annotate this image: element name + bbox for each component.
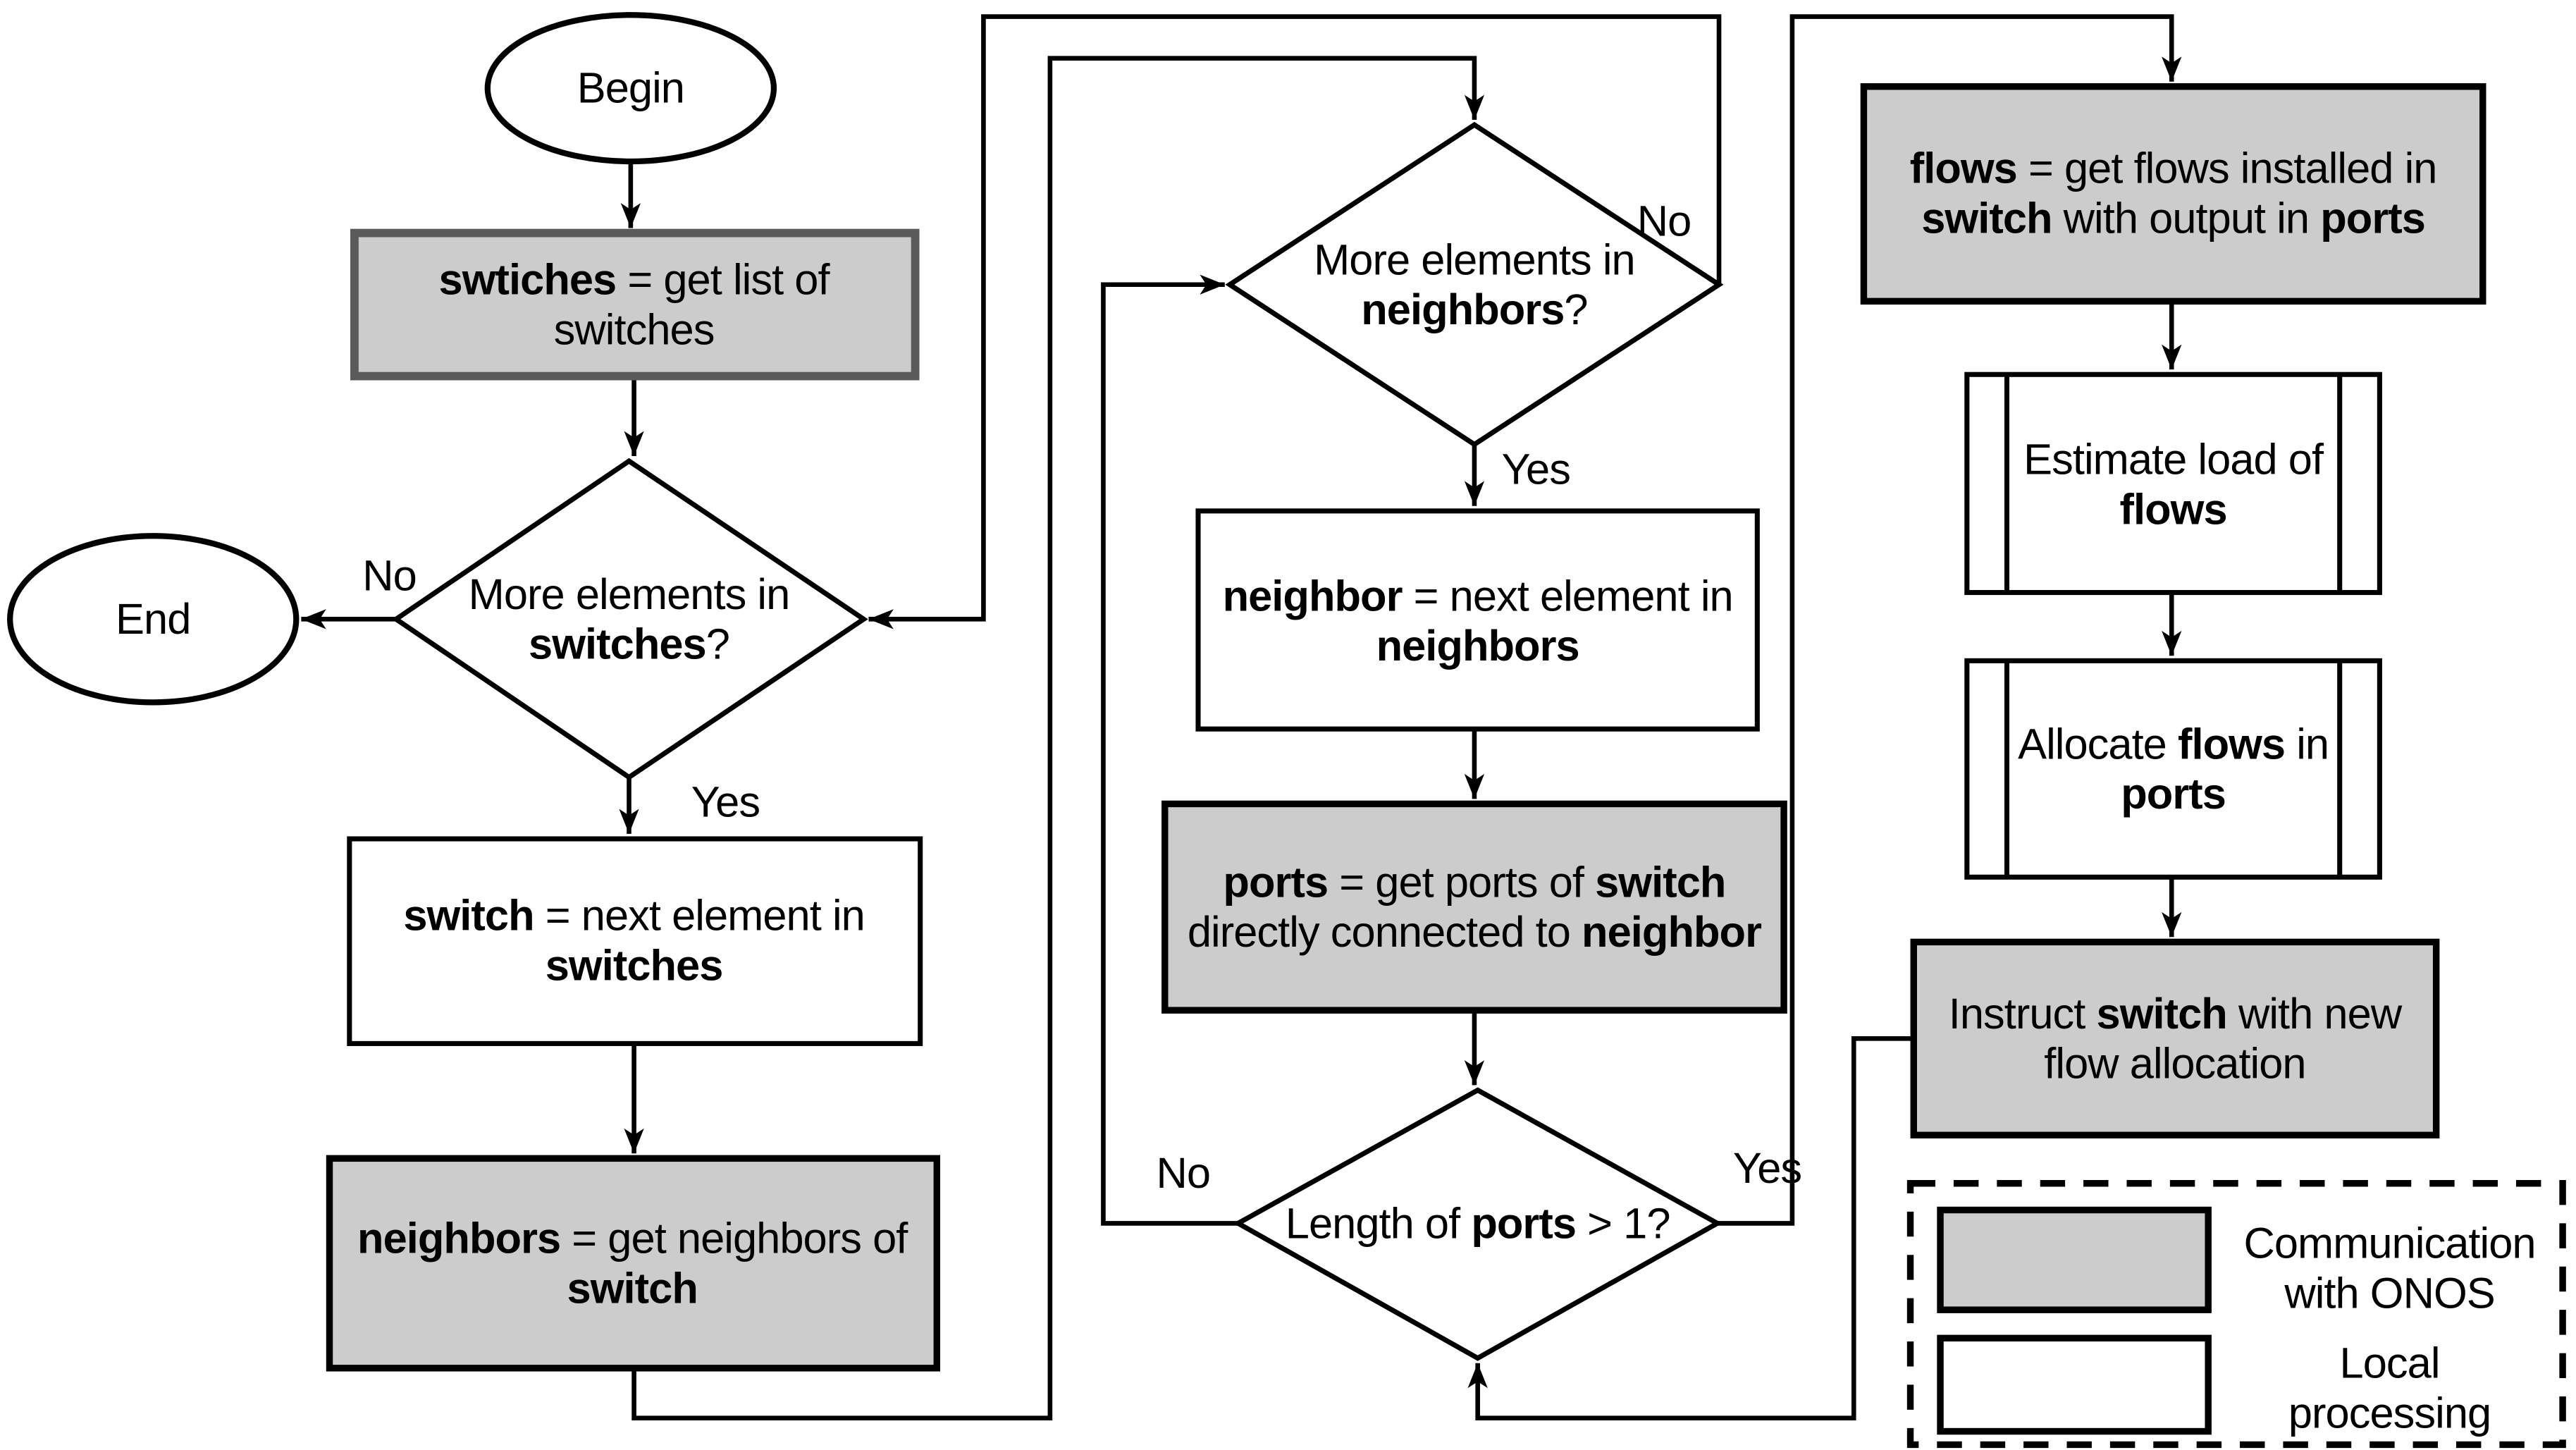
get-switches-process bbox=[350, 228, 920, 381]
label-ports-yes: Yes bbox=[1733, 1144, 1801, 1193]
allocate-flows-subroutine bbox=[1964, 658, 2382, 880]
get-neighbors-label-line1: neighbors = get neighbors of bbox=[357, 1214, 908, 1262]
ports-decision bbox=[1233, 1087, 1723, 1361]
get-flows-process bbox=[1860, 83, 2486, 305]
node-next-neighbor: neighbor = next element in neighbors bbox=[1195, 508, 1760, 732]
get-switches-label-line2: switches bbox=[554, 305, 715, 354]
instruct-switch-label-line1: Instruct switch with new bbox=[1949, 989, 2403, 1038]
get-flows-label-line1: flows = get flows installed in bbox=[1910, 144, 2437, 192]
next-switch-label-line1: switch = next element in bbox=[403, 891, 865, 940]
begin-terminator bbox=[484, 12, 777, 165]
switches-decision bbox=[391, 457, 868, 780]
node-ports-gt-1: Length of ports > 1? bbox=[1233, 1087, 1723, 1361]
node-end: End bbox=[7, 533, 300, 706]
switches-decision-label-line1: More elements in bbox=[469, 570, 790, 618]
estimate-load-label-line2: flows bbox=[2120, 485, 2227, 534]
edge-ports-yes-to-get-flows bbox=[1717, 14, 2182, 1226]
label-ports-no: No bbox=[1156, 1149, 1210, 1198]
get-ports-label-line2: directly connected to neighbor bbox=[1188, 908, 1761, 957]
node-instruct-switch: Instruct switch with new flow allocation bbox=[1910, 938, 2440, 1138]
node-more-switches: More elements in switches? bbox=[391, 457, 868, 780]
node-next-switch: switch = next element in switches bbox=[347, 836, 923, 1046]
next-switch-process bbox=[347, 836, 923, 1046]
next-switch-label-line2: switches bbox=[546, 941, 723, 990]
node-more-neighbors: More elements in neighbors? bbox=[1225, 121, 1724, 448]
legend-onos-label-line1: Communication bbox=[2243, 1219, 2535, 1267]
next-neighbor-label-line2: neighbors bbox=[1376, 622, 1579, 670]
node-begin: Begin bbox=[484, 12, 777, 165]
legend-border bbox=[1906, 1180, 2566, 1449]
edges bbox=[301, 14, 2182, 1420]
end-label: End bbox=[116, 595, 190, 644]
allocate-flows-label-line1: Allocate flows in bbox=[2018, 720, 2329, 768]
edge-get-neighbors-to-neighbors-decision bbox=[631, 56, 1485, 1420]
instruct-switch-label-line2: flow allocation bbox=[2044, 1039, 2305, 1088]
label-switches-yes: Yes bbox=[691, 778, 760, 827]
get-ports-process bbox=[1161, 800, 1787, 1014]
label-neighbors-yes: Yes bbox=[1502, 445, 1570, 493]
node-estimate-load: Estimate load of flows bbox=[1964, 371, 2382, 596]
get-neighbors-label-line2: switch bbox=[567, 1264, 698, 1313]
edge-neighbors-no-to-switches-decision bbox=[868, 14, 1722, 629]
legend-local-label-line1: Local bbox=[2340, 1339, 2440, 1387]
edge-instruct-switch-to-ports-decision bbox=[1467, 1036, 1914, 1420]
node-get-neighbors: neighbors = get neighbors of switch bbox=[326, 1155, 941, 1372]
get-ports-label-line1: ports = get ports of switch bbox=[1223, 858, 1725, 907]
neighbors-decision bbox=[1225, 121, 1724, 448]
label-switches-no: No bbox=[362, 551, 417, 600]
legend-local-swatch bbox=[1937, 1334, 2212, 1435]
end-terminator bbox=[7, 533, 300, 706]
instruct-switch-process bbox=[1910, 938, 2440, 1138]
get-flows-label-line2: switch with output in ports bbox=[1921, 194, 2425, 242]
node-get-switches: swtiches = get list of switches bbox=[350, 228, 920, 381]
legend-onos-swatch bbox=[1937, 1206, 2212, 1313]
legend-onos-label-line2: with ONOS bbox=[2284, 1269, 2494, 1317]
allocate-flows-label-line2: ports bbox=[2121, 770, 2226, 818]
node-get-flows: flows = get flows installed in switch wi… bbox=[1860, 83, 2486, 305]
ports-decision-label: Length of ports > 1? bbox=[1286, 1199, 1670, 1248]
edge-ports-no-to-neighbors-decision bbox=[1101, 274, 1238, 1226]
neighbors-decision-label-line2: neighbors? bbox=[1361, 285, 1587, 334]
node-get-ports: ports = get ports of switch directly con… bbox=[1161, 800, 1787, 1014]
get-switches-label-line1: swtiches = get list of bbox=[439, 255, 831, 304]
legend: Communication with ONOS Local processing bbox=[1906, 1180, 2566, 1449]
legend-local-label-line2: processing bbox=[2288, 1389, 2491, 1437]
node-allocate-flows: Allocate flows in ports bbox=[1964, 658, 2382, 880]
estimate-load-subroutine bbox=[1964, 371, 2382, 596]
estimate-load-label-line1: Estimate load of bbox=[2023, 435, 2324, 484]
next-neighbor-process bbox=[1195, 508, 1760, 732]
next-neighbor-label-line1: neighbor = next element in bbox=[1223, 572, 1733, 620]
get-neighbors-process bbox=[326, 1155, 941, 1372]
switches-decision-label-line2: switches? bbox=[529, 620, 729, 668]
begin-label: Begin bbox=[577, 64, 684, 113]
neighbors-decision-label-line1: More elements in bbox=[1314, 235, 1635, 284]
